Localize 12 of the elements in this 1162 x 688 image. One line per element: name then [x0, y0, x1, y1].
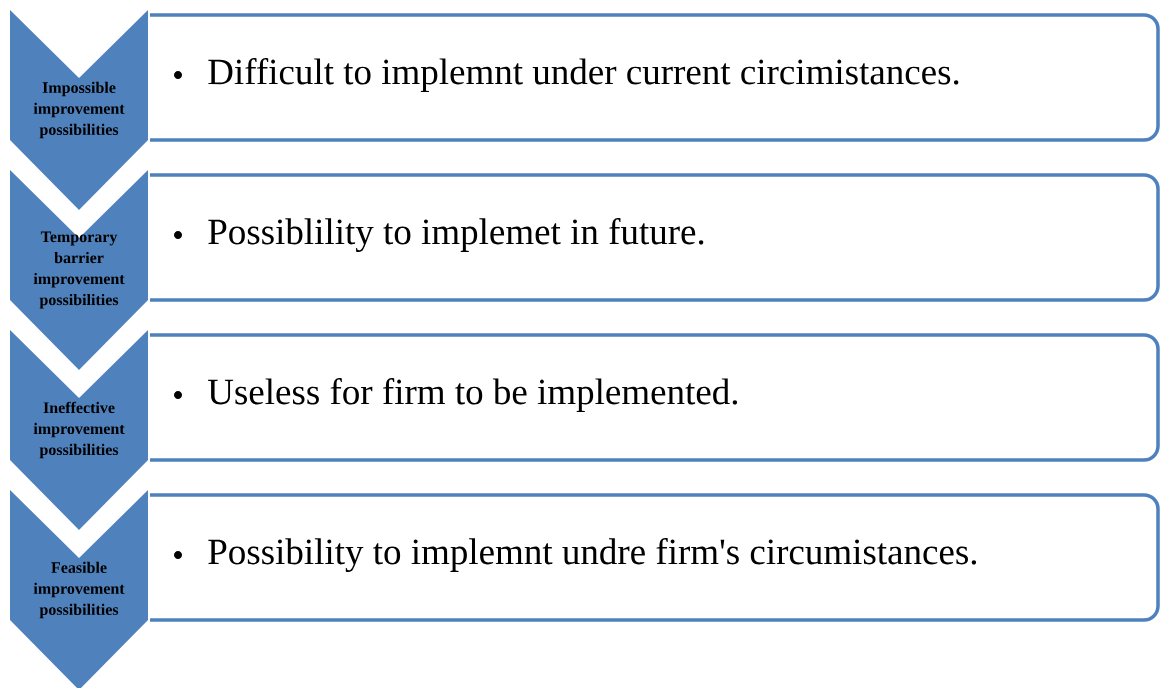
- category-band: Ineffective improvement possibilities: [10, 330, 148, 530]
- text-box: Difficult to implemnt under current circimistances.: [150, 13, 1160, 142]
- category-band: Feasible improvement possibilities: [10, 490, 148, 688]
- text-box: Possibility to implemnt undre firm's circumistances.: [150, 493, 1160, 622]
- text-box: Useless for firm to be implemented.: [150, 333, 1160, 462]
- category-band: Temporary barrier improvement possibilities: [10, 170, 148, 370]
- node-label: Temporary barrier improvement possibilities: [33, 231, 125, 309]
- category-band: Impossible improvement possibilities: [10, 10, 148, 210]
- text-box: Possiblility to implemet in future.: [150, 173, 1160, 302]
- node-label: Ineffective improvement possibilities: [33, 401, 125, 459]
- node-label: Feasible improvement possibilities: [33, 561, 125, 619]
- node-label: Impossible improvement possibilities: [33, 81, 125, 139]
